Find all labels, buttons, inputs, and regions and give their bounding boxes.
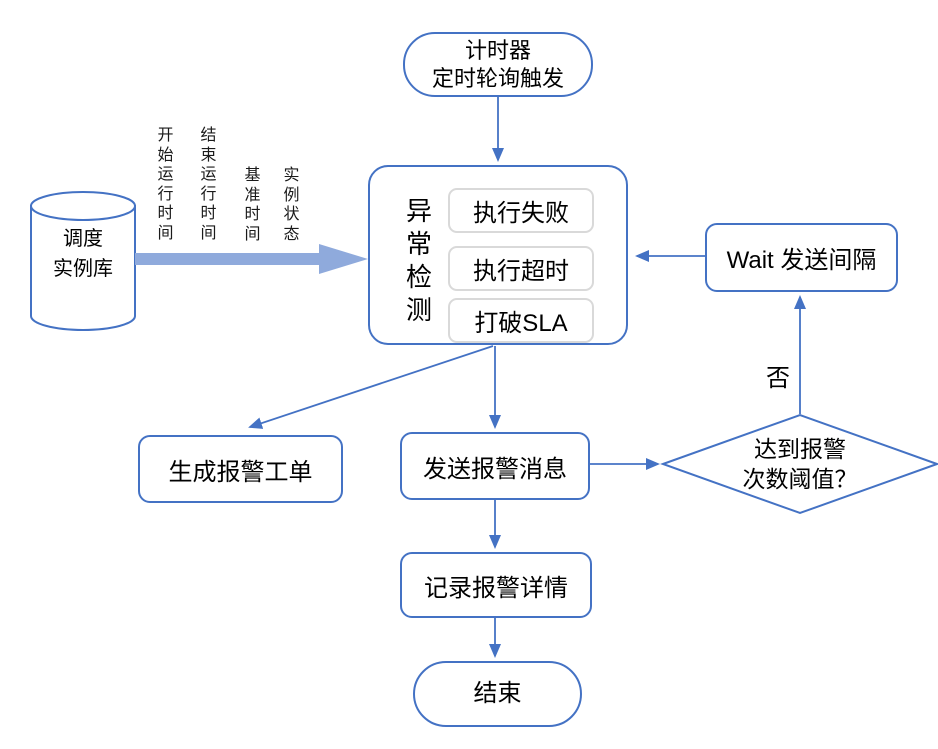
edge-label-no: 否 — [766, 365, 790, 392]
send-node: 发送报警消息 — [400, 432, 590, 500]
detection-item-break-sla: 打破SLA — [448, 298, 594, 343]
data-label-instance-status: 实例状态 — [283, 167, 300, 243]
ticket-node: 生成报警工单 — [138, 435, 343, 503]
thick-data-arrow — [135, 244, 368, 274]
decision-line1: 达到报警 — [754, 436, 846, 462]
detection-item-exec-timeout: 执行超时 — [448, 246, 594, 291]
record-node: 记录报警详情 — [400, 552, 592, 618]
decision-diamond-shape — [660, 413, 938, 515]
detection-node: 异常检测 执行失败 执行超时 打破SLA — [368, 165, 628, 345]
decision-line2: 次数阈值？ — [742, 466, 858, 492]
decision-node: 达到报警 次数阈值？ — [700, 434, 900, 494]
database-line2: 实例库 — [53, 258, 113, 280]
end-node: 结束 — [413, 661, 582, 727]
timer-node: 计时器 定时轮询触发 — [403, 32, 593, 97]
data-label-baseline-time: 基准时间 — [244, 167, 261, 243]
database-node: 调度 实例库 — [31, 224, 135, 284]
database-cylinder-shape — [30, 191, 136, 331]
detection-label: 异常检测 — [405, 196, 432, 325]
data-label-end-run-time: 结束运行时间 — [200, 127, 217, 242]
data-label-start-run-time: 开始运行时间 — [157, 127, 174, 242]
database-line1: 调度 — [63, 228, 103, 250]
wait-node: Wait 发送间隔 — [705, 223, 898, 292]
timer-line1: 计时器 — [464, 37, 531, 63]
arrow-detection-to-ticket — [248, 345, 494, 429]
detection-item-exec-fail: 执行失败 — [448, 188, 594, 233]
timer-line2: 定时轮询触发 — [431, 65, 564, 91]
